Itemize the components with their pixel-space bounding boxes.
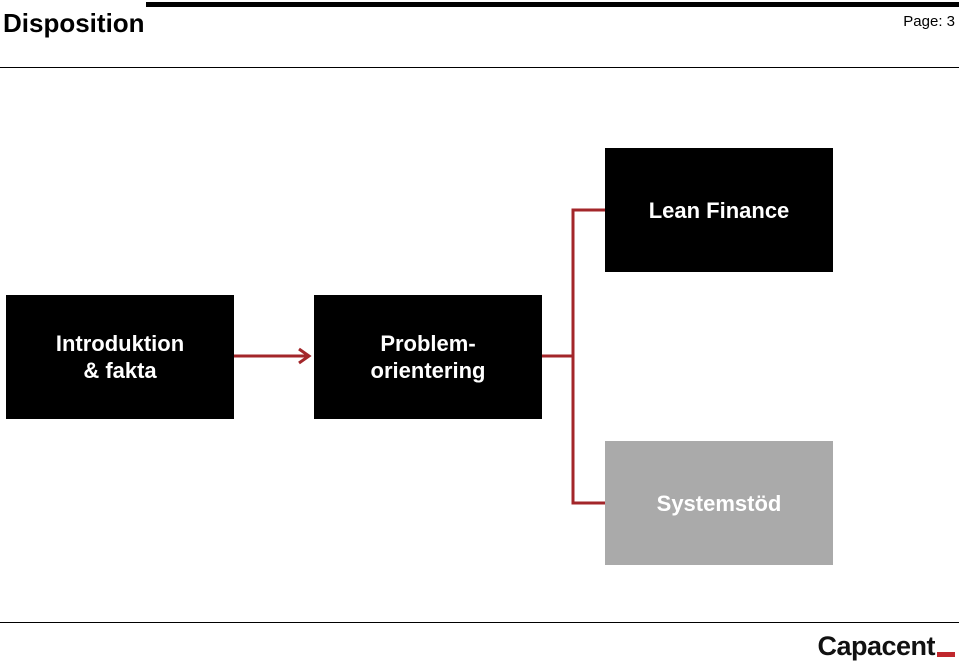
- capacent-logo: Capacent: [817, 630, 955, 662]
- node-problem: Problem- orientering: [314, 295, 542, 419]
- page-title: Disposition: [3, 8, 145, 38]
- logo-text: Capacent: [817, 631, 935, 661]
- node-system-label: Systemstöd: [656, 490, 782, 516]
- logo-underscore-icon: [937, 652, 955, 657]
- node-lean-label: Lean Finance: [648, 197, 790, 223]
- node-intro-label: Introduktion & fakta: [55, 331, 185, 383]
- node-lean-finance: Lean Finance: [605, 148, 833, 272]
- edge-arrowhead: [298, 347, 312, 365]
- page-number: Page: 3: [903, 13, 955, 30]
- header-top-bar: [146, 2, 959, 7]
- node-problem-label: Problem- orientering: [370, 331, 486, 383]
- header-divider: [0, 67, 959, 68]
- footer-divider: [0, 622, 959, 623]
- edge-problem-branches: [571, 208, 605, 505]
- node-intro: Introduktion & fakta: [6, 295, 234, 419]
- node-systemstod: Systemstöd: [605, 441, 833, 565]
